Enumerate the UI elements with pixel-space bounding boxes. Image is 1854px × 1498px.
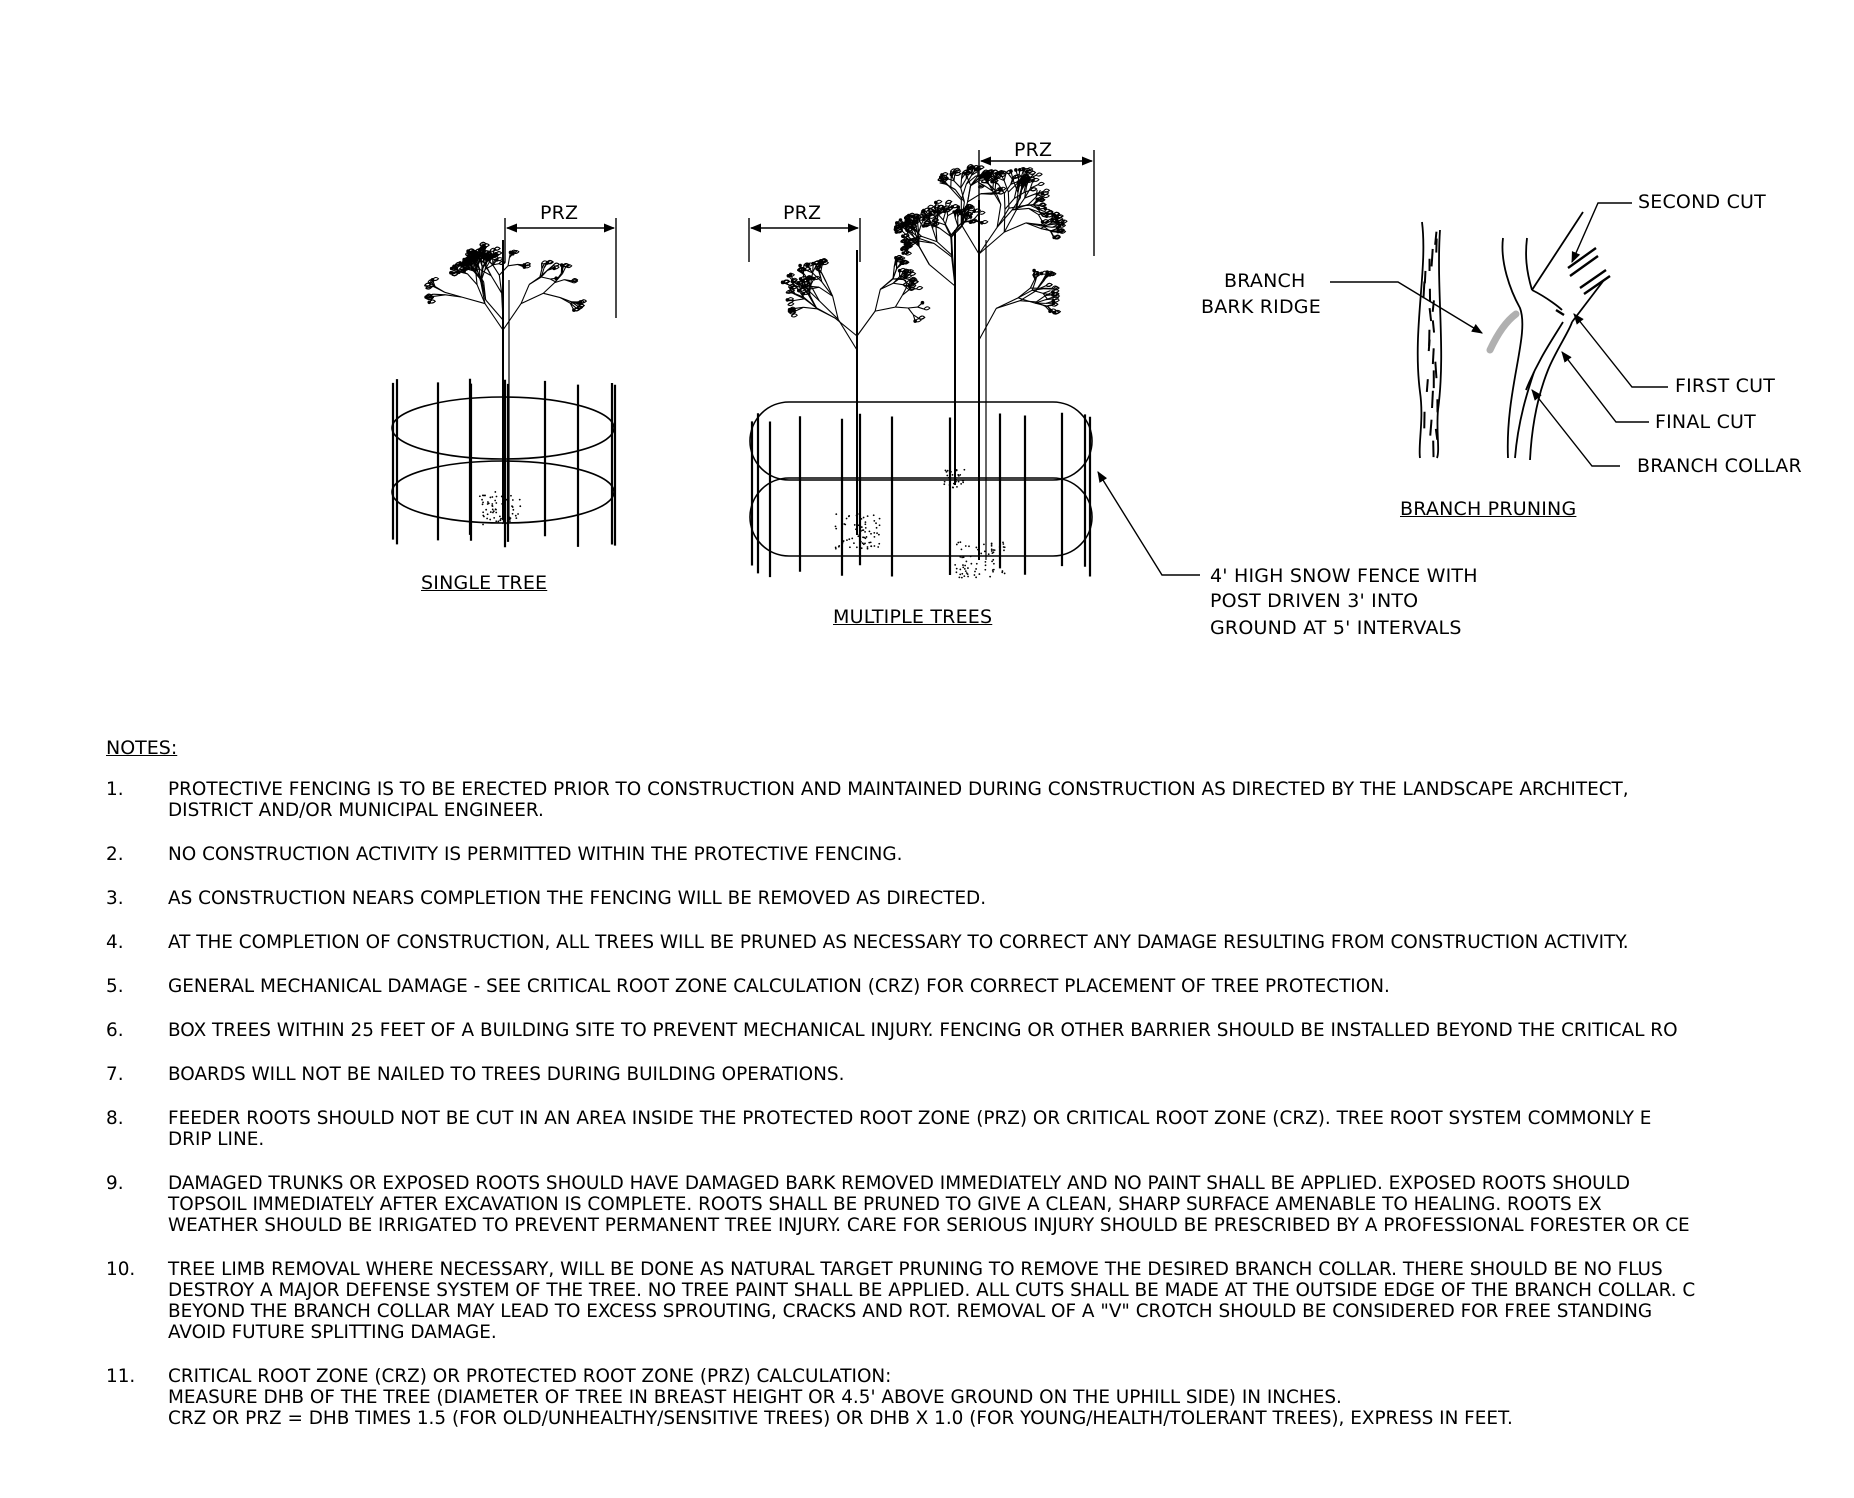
note-item: 2. NO CONSTRUCTION ACTIVITY IS PERMITTED … <box>106 844 1854 865</box>
note-text: AT THE COMPLETION OF CONSTRUCTION, ALL T… <box>168 932 1629 953</box>
note-item: 3. AS CONSTRUCTION NEARS COMPLETION THE F… <box>106 888 1854 909</box>
note-item: 4. AT THE COMPLETION OF CONSTRUCTION, ALL… <box>106 932 1854 953</box>
prz-label-multi-right: PRZ <box>1014 139 1053 161</box>
note-item: 5. GENERAL MECHANICAL DAMAGE - SEE CRITIC… <box>106 976 1854 997</box>
note-item: 10. TREE LIMB REMOVAL WHERE NECESSARY, WI… <box>106 1259 1854 1343</box>
first-cut-label: FIRST CUT <box>1675 375 1776 397</box>
note-number: 7. <box>106 1064 124 1085</box>
note-number: 3. <box>106 888 124 909</box>
branch-collar-label: BRANCH COLLAR <box>1637 455 1802 477</box>
note-text: TREE LIMB REMOVAL WHERE NECESSARY, WILL … <box>168 1259 1696 1343</box>
note-item: 6. BOX TREES WITHIN 25 FEET OF A BUILDING… <box>106 1020 1854 1041</box>
note-text: PROTECTIVE FENCING IS TO BE ERECTED PRIO… <box>168 779 1629 821</box>
notes-section: NOTES: 1. PROTECTIVE FENCING IS TO BE ERE… <box>106 737 1854 1452</box>
note-number: 8. <box>106 1108 124 1129</box>
note-number: 5. <box>106 976 124 997</box>
note-number: 4. <box>106 932 124 953</box>
note-text: NO CONSTRUCTION ACTIVITY IS PERMITTED WI… <box>168 844 903 865</box>
note-text: AS CONSTRUCTION NEARS COMPLETION THE FEN… <box>168 888 987 909</box>
note-item: 1. PROTECTIVE FENCING IS TO BE ERECTED PR… <box>106 779 1854 821</box>
branch-bark-ridge-label-1: BRANCH <box>1224 270 1306 292</box>
note-number: 10. <box>106 1259 136 1280</box>
note-number: 1. <box>106 779 124 800</box>
note-text: BOX TREES WITHIN 25 FEET OF A BUILDING S… <box>168 1020 1678 1041</box>
single-tree-caption: SINGLE TREE <box>421 572 548 594</box>
note-text: CRITICAL ROOT ZONE (CRZ) OR PROTECTED RO… <box>168 1366 1513 1429</box>
multiple-trees-caption: MULTIPLE TREES <box>833 606 993 628</box>
fence-callout-line-3: GROUND AT 5' INTERVALS <box>1210 617 1462 639</box>
branch-pruning-caption: BRANCH PRUNING <box>1400 498 1577 520</box>
note-number: 11. <box>106 1366 136 1387</box>
second-cut-label: SECOND CUT <box>1638 191 1766 213</box>
note-number: 6. <box>106 1020 124 1041</box>
note-text: FEEDER ROOTS SHOULD NOT BE CUT IN AN ARE… <box>168 1108 1652 1150</box>
single-tree-figure <box>391 218 617 548</box>
note-item: 8. FEEDER ROOTS SHOULD NOT BE CUT IN AN A… <box>106 1108 1854 1150</box>
branch-pruning-figure <box>1330 202 1668 467</box>
note-text: DAMAGED TRUNKS OR EXPOSED ROOTS SHOULD H… <box>168 1173 1690 1236</box>
note-item: 7. BOARDS WILL NOT BE NAILED TO TREES DUR… <box>106 1064 1854 1085</box>
prz-label-single: PRZ <box>540 202 579 224</box>
prz-label-multi-left: PRZ <box>783 202 822 224</box>
final-cut-label: FINAL CUT <box>1655 411 1756 433</box>
notes-title: NOTES: <box>106 737 178 759</box>
branch-bark-ridge-label-2: BARK RIDGE <box>1201 296 1321 318</box>
multiple-trees-figure <box>748 150 1200 579</box>
note-number: 2. <box>106 844 124 865</box>
fence-callout-line-1: 4' HIGH SNOW FENCE WITH <box>1210 565 1478 587</box>
note-item: 11. CRITICAL ROOT ZONE (CRZ) OR PROTECTED… <box>106 1366 1854 1429</box>
note-text: BOARDS WILL NOT BE NAILED TO TREES DURIN… <box>168 1064 845 1085</box>
note-text: GENERAL MECHANICAL DAMAGE - SEE CRITICAL… <box>168 976 1390 997</box>
note-number: 9. <box>106 1173 124 1194</box>
notes-list: 1. PROTECTIVE FENCING IS TO BE ERECTED PR… <box>106 779 1854 1429</box>
fence-callout-line-2: POST DRIVEN 3' INTO <box>1210 590 1419 612</box>
note-item: 9. DAMAGED TRUNKS OR EXPOSED ROOTS SHOULD… <box>106 1173 1854 1236</box>
